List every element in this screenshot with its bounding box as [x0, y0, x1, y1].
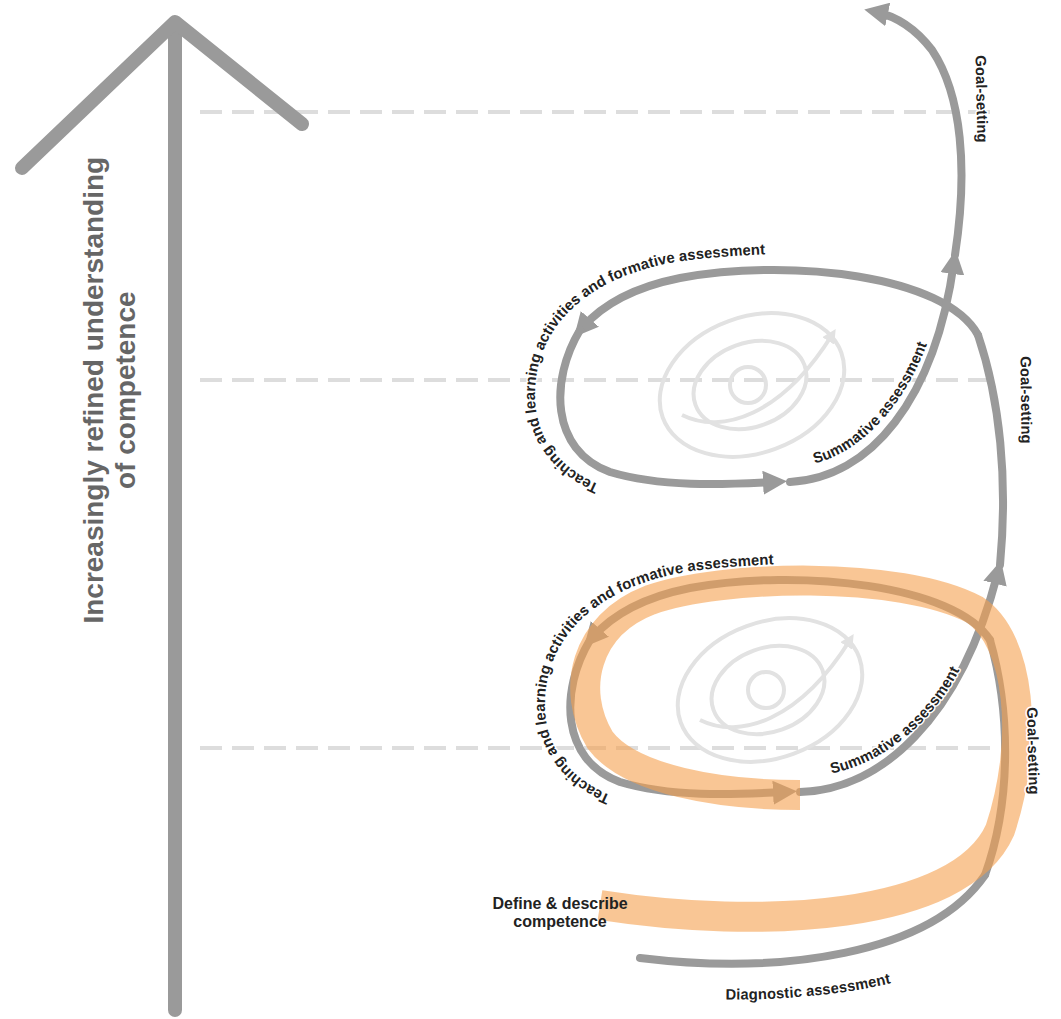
- inner-spiral: [682, 335, 832, 422]
- level-line: [200, 378, 1000, 382]
- stage-label: Teaching and learning activities and for…: [531, 550, 774, 808]
- stage-label: Teaching and learning activities and for…: [521, 240, 765, 497]
- level-line: [200, 110, 1000, 114]
- stage-label: Goal-setting: [972, 55, 991, 143]
- axis-arrowhead: [22, 22, 302, 168]
- stage-label: Summative assessment: [811, 339, 930, 466]
- spiral-arrow: [560, 330, 775, 484]
- inner-spiral: [730, 367, 766, 403]
- spiral-arrow: [876, 12, 961, 255]
- stage-label: Goal-setting: [1017, 356, 1035, 444]
- start-label: Define & describe competence: [460, 895, 660, 932]
- spiral-arrow: [978, 335, 1003, 565]
- stage-label: Diagnostic assessment: [725, 970, 891, 1003]
- inner-spiral: [699, 631, 837, 750]
- inner-spiral: [700, 640, 850, 727]
- inner-spiral: [748, 672, 784, 708]
- highlight-stroke: [585, 581, 1017, 917]
- axis-label: Increasingly refined understanding of co…: [78, 140, 142, 640]
- inner-spiral: [681, 326, 819, 445]
- axis-arrow: [168, 26, 182, 1010]
- stage-label: Goal-setting: [1024, 707, 1043, 795]
- inner-spiral: [639, 289, 882, 787]
- spiral-arrow: [790, 262, 954, 482]
- stage-label: Summative assessment: [828, 663, 962, 776]
- spiral-arrow: [582, 270, 978, 335]
